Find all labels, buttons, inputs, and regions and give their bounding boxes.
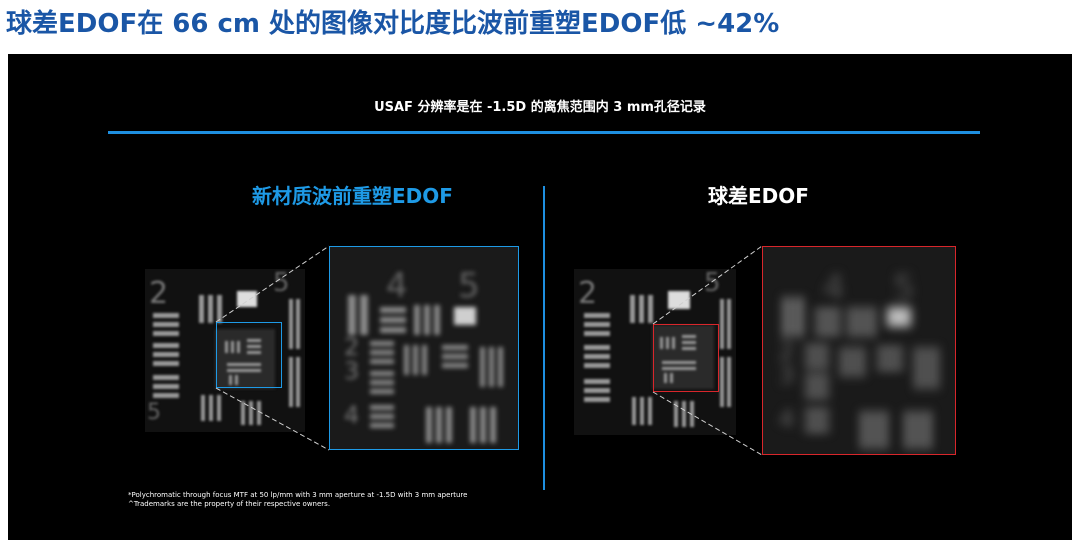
svg-text:4: 4 <box>386 266 408 306</box>
svg-text:3: 3 <box>344 357 359 385</box>
right-column-title: 球差EDOF <box>708 184 809 208</box>
left-usaf-chart: 2 5 5 <box>145 269 305 432</box>
svg-text:2: 2 <box>578 276 597 311</box>
svg-text:5: 5 <box>704 269 721 298</box>
right-usaf-chart: 2 5 <box>574 269 736 435</box>
svg-text:2: 2 <box>149 276 168 311</box>
svg-text:4: 4 <box>779 405 794 433</box>
right-zoom-chart: 4 5 2 3 4 <box>762 246 956 455</box>
svg-text:5: 5 <box>147 400 161 425</box>
svg-text:4: 4 <box>344 401 359 429</box>
footnote-trademarks: ^Trademarks are the property of their re… <box>128 500 331 508</box>
column-divider <box>543 186 545 490</box>
left-zoom-region <box>216 322 282 388</box>
right-zoom-region <box>653 324 719 392</box>
slide-subtitle: USAF 分辨率是在 -1.5D 的离焦范围内 3 mm孔径记录 <box>374 100 706 115</box>
left-column-title: 新材质波前重塑EDOF <box>252 184 453 208</box>
svg-text:2: 2 <box>344 333 359 361</box>
slide-panel: USAF 分辨率是在 -1.5D 的离焦范围内 3 mm孔径记录 新材质波前重塑… <box>8 54 1072 540</box>
svg-text:4: 4 <box>823 268 845 308</box>
svg-text:5: 5 <box>458 266 480 306</box>
left-zoom-chart: 4 5 2 3 4 <box>329 246 519 450</box>
footnote-mtf: *Polychromatic through focus MTF at 50 l… <box>128 491 468 499</box>
title-rule <box>108 131 980 134</box>
svg-text:3: 3 <box>779 361 794 389</box>
svg-text:2: 2 <box>779 337 794 365</box>
svg-text:5: 5 <box>273 269 290 298</box>
svg-text:5: 5 <box>893 268 915 308</box>
footnote: *Polychromatic through focus MTF at 50 l… <box>128 491 488 509</box>
page-headline: 球差EDOF在 66 cm 处的图像对比度比波前重塑EDOF低 ~42% <box>6 9 780 39</box>
